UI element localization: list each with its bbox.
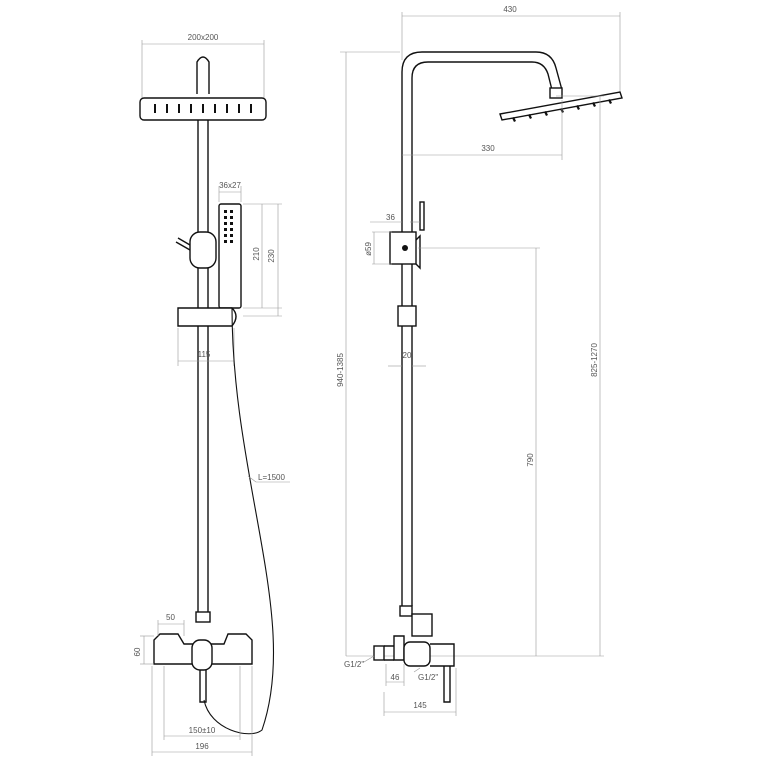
dim-bracket-dia: ø59 [364,242,373,256]
side-mixer [373,605,455,703]
dim-handshower-length-a: 210 [252,247,261,261]
dim-mixer-height: 60 [133,647,142,656]
dim-total-height: 940-1385 [336,353,345,387]
label-inlet-left: G1/2" [344,660,364,669]
hand-shower [218,203,242,309]
dim-centers: 150±10 [189,726,216,735]
dim-inlet-depth: 46 [391,673,400,682]
side-shower-head [499,87,623,122]
dim-arm-center: 330 [481,144,495,153]
front-mixer [153,611,253,703]
dim-arm-reach: 430 [503,5,517,14]
dim-pipe-dia: 20 [403,351,412,360]
side-view: 430 330 36 ø59 20 94 [336,5,623,716]
dim-pipe-offset: 36 [386,213,395,222]
dim-head-width: 200x200 [188,33,219,42]
dim-holder-offset: 115 [198,350,211,359]
label-inlet-right: G1/2" [418,673,438,682]
front-view: 200x200 36x27 210 230 [133,33,290,756]
dim-hose-length: L=1500 [258,473,285,482]
dim-base-depth: 145 [413,701,427,710]
dim-spout-width: 50 [166,613,175,622]
rain-shower-head [139,97,267,121]
dim-handshower-length-b: 230 [267,249,276,263]
dim-column-height: 790 [526,453,535,467]
dim-overall-width: 196 [195,742,209,751]
dim-adjust-height: 825-1270 [590,343,599,377]
dim-handshower-size: 36x27 [219,181,241,190]
